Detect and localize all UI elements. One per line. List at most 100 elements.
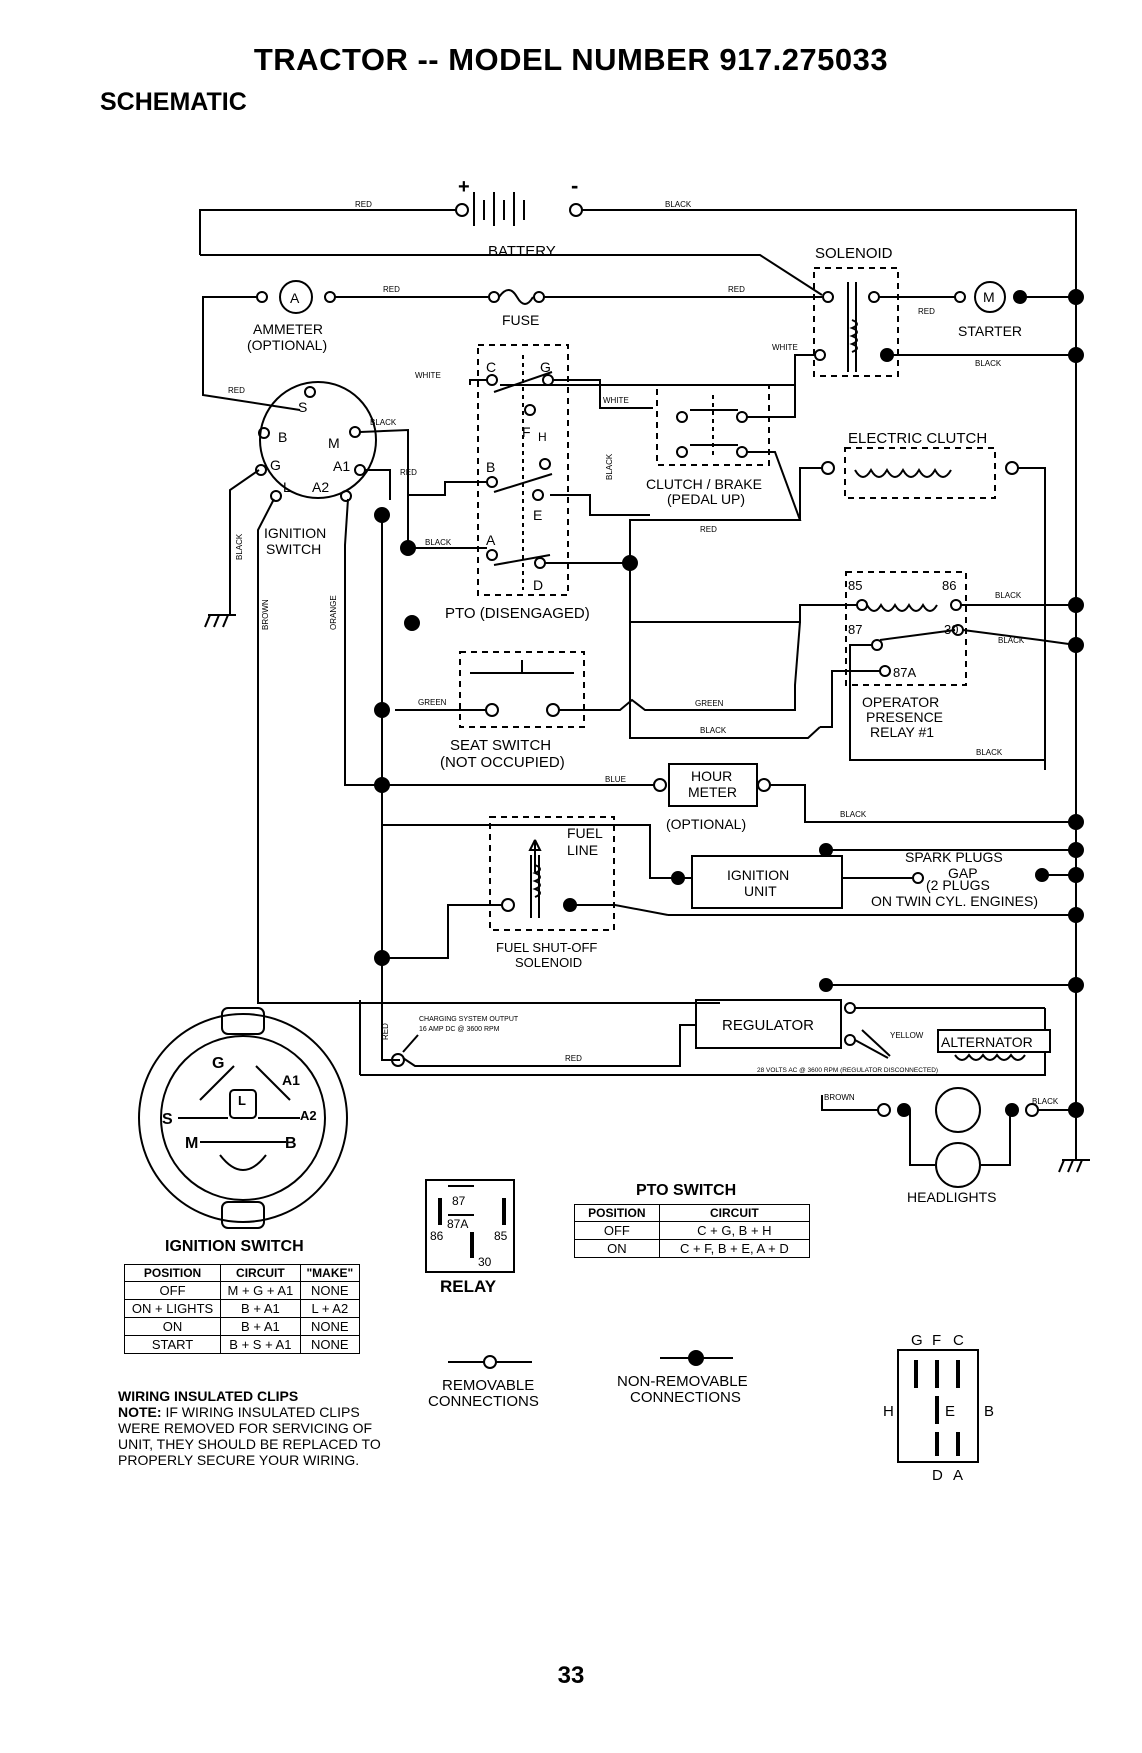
clutch-brake-switch: CLUTCH / BRAKE (PEDAL UP) RED [629, 355, 802, 605]
pto-connector: G F C H E B D A [883, 1332, 994, 1484]
relay-pin-diagram: 87 87A 86 85 30 RELAY [425, 1179, 515, 1296]
svg-text:C: C [486, 359, 496, 375]
note-heading: WIRING INSULATED CLIPS [118, 1388, 299, 1404]
battery-label: BATTERY [488, 243, 556, 260]
ignition-switch-label: IGNITION [264, 525, 326, 541]
table-header-row: POSITION CIRCUIT "MAKE" [123, 1264, 361, 1282]
svg-text:BLACK: BLACK [995, 591, 1022, 600]
relay-caption: RELAY [440, 1277, 497, 1296]
svg-text:86: 86 [430, 1229, 444, 1243]
electric-clutch-label: ELECTRIC CLUTCH [848, 430, 987, 447]
svg-text:ORANGE: ORANGE [329, 595, 338, 630]
svg-text:S: S [298, 399, 307, 415]
hour-meter-optional: (OPTIONAL) [666, 816, 746, 832]
svg-text:RED: RED [918, 307, 935, 316]
svg-text:BLACK: BLACK [840, 810, 867, 819]
battery-minus: - [571, 173, 578, 198]
svg-text:F: F [932, 1332, 941, 1349]
svg-text:UNIT: UNIT [744, 883, 777, 899]
hour-meter: HOUR METER (OPTIONAL) BLUE BLACK [382, 763, 1076, 832]
svg-text:85: 85 [848, 578, 862, 593]
svg-text:L: L [283, 479, 291, 495]
svg-text:GREEN: GREEN [418, 698, 447, 707]
starter-symbol: M [983, 289, 995, 305]
wiring-note: WIRING INSULATED CLIPS NOTE: IF WIRING I… [118, 1388, 388, 1468]
svg-text:BLACK: BLACK [605, 453, 614, 480]
svg-text:B: B [486, 459, 495, 475]
svg-text:GAP: GAP [948, 865, 978, 881]
pto-table-title: PTO SWITCH [636, 1182, 737, 1199]
svg-text:YELLOW: YELLOW [890, 1031, 924, 1040]
svg-text:B: B [285, 1135, 297, 1152]
svg-text:M: M [185, 1135, 198, 1152]
ammeter-label: AMMETER [253, 321, 323, 337]
table-row: OFF M + G + A1 NONE [123, 1281, 361, 1300]
svg-text:GREEN: GREEN [695, 699, 724, 708]
table-row: START B + S + A1 NONE [123, 1335, 361, 1354]
svg-text:E: E [533, 507, 542, 523]
table-header-row: POSITION CIRCUIT [574, 1204, 811, 1222]
legend-non-removable: NON-REMOVABLE [617, 1373, 748, 1390]
headlights: BLACK BROWN HEADLIGHTS [821, 1087, 1090, 1205]
starter: M STARTER RED [879, 281, 1076, 339]
solenoid-label: SOLENOID [815, 245, 893, 262]
svg-text:BLACK: BLACK [235, 533, 244, 560]
svg-text:87: 87 [452, 1194, 466, 1208]
svg-text:B: B [984, 1403, 994, 1420]
starter-label: STARTER [958, 323, 1022, 339]
svg-text:WHITE: WHITE [603, 396, 629, 405]
regulator-label: REGULATOR [722, 1017, 814, 1034]
svg-text:E: E [945, 1403, 955, 1420]
electric-clutch: ELECTRIC CLUTCH [799, 430, 1046, 770]
svg-text:30: 30 [478, 1255, 492, 1269]
svg-text:16 AMP DC @ 3600 RPM: 16 AMP DC @ 3600 RPM [419, 1026, 500, 1033]
hour-meter-label: HOUR [691, 768, 732, 784]
page-number: 33 [557, 1662, 585, 1689]
table-row: ON B + A1 NONE [123, 1317, 361, 1336]
svg-text:BROWN: BROWN [261, 599, 270, 630]
clutch-brake-label: CLUTCH / BRAKE [646, 476, 762, 492]
ammeter: A AMMETER (OPTIONAL) RED RED [202, 280, 488, 411]
svg-text:S: S [162, 1111, 173, 1128]
svg-text:F: F [522, 424, 531, 440]
ignition-table-title: IGNITION SWITCH [165, 1238, 304, 1255]
svg-text:RED: RED [381, 1023, 390, 1040]
operator-presence-relay: 85 86 87 30 87A OPERATOR PRESENCE RELAY … [630, 571, 1077, 761]
pto-switch: C G F H B E A D PTO (DISENGAGED) RED BLA… [400, 344, 653, 622]
svg-text:M: M [328, 435, 340, 451]
svg-text:CONNECTIONS: CONNECTIONS [428, 1393, 539, 1410]
svg-text:87: 87 [848, 622, 862, 637]
fuse-label: FUSE [502, 312, 539, 328]
alternator: ALTERNATOR YELLOW 28 VOLTS AC @ 3600 RPM… [757, 1029, 1051, 1074]
svg-text:(NOT OCCUPIED): (NOT OCCUPIED) [440, 754, 565, 771]
spark-plugs-label: SPARK PLUGS [905, 849, 1003, 865]
headlights-label: HEADLIGHTS [907, 1189, 996, 1205]
svg-text:BROWN: BROWN [824, 1093, 855, 1102]
svg-text:CONNECTIONS: CONNECTIONS [630, 1389, 741, 1406]
battery-plus: + [458, 176, 470, 198]
svg-text:SOLENOID: SOLENOID [515, 955, 582, 970]
svg-text:B: B [278, 429, 287, 445]
ignition-unit: IGNITION UNIT SPARK PLUGS GAP (2 PLUGS O… [382, 824, 1076, 916]
svg-text:SWITCH: SWITCH [266, 541, 321, 557]
svg-text:D: D [533, 577, 543, 593]
svg-text:87A: 87A [447, 1217, 468, 1231]
fuse: FUSE RED [488, 285, 822, 328]
svg-text:METER: METER [688, 784, 737, 800]
svg-text:WHITE: WHITE [415, 371, 441, 380]
wire-label-black: BLACK [665, 200, 692, 209]
svg-text:RELAY #1: RELAY #1 [870, 724, 934, 740]
svg-text:RED: RED [383, 285, 400, 294]
operator-relay-label: OPERATOR [862, 694, 939, 710]
svg-text:H: H [883, 1403, 894, 1420]
svg-text:RED: RED [700, 525, 717, 534]
schematic-heading: SCHEMATIC [100, 88, 247, 116]
svg-text:A2: A2 [300, 1108, 317, 1123]
pto-label: PTO (DISENGAGED) [445, 605, 590, 622]
table-row: OFF C + G, B + H [574, 1221, 811, 1240]
svg-text:RED: RED [728, 285, 745, 294]
solenoid: SOLENOID WHITE BLACK [500, 245, 1076, 386]
battery: + - BATTERY RED BLACK [199, 173, 1077, 1160]
svg-text:BLACK: BLACK [700, 726, 727, 735]
